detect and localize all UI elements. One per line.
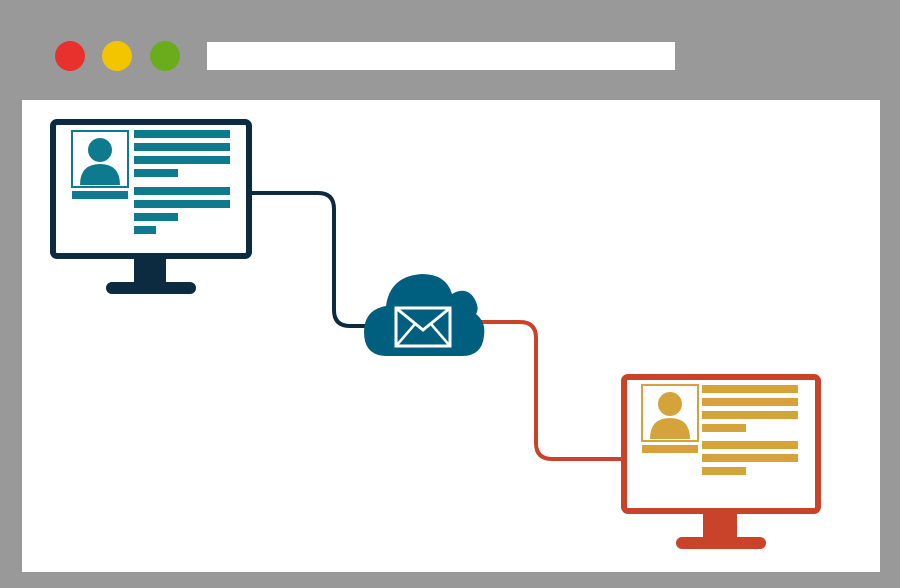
receiver-avatar-body <box>650 418 690 439</box>
sender-avatar-body <box>80 164 120 185</box>
sender-text-line <box>134 200 230 208</box>
sender-connection-line <box>252 191 372 328</box>
receiver-text-line <box>702 411 798 419</box>
address-bar[interactable] <box>207 42 675 70</box>
maximize-button[interactable] <box>150 41 180 71</box>
receiver-monitor-neck <box>703 511 737 537</box>
receiver-text-line <box>702 467 746 475</box>
sender-monitor-neck <box>134 256 166 282</box>
receiver-text-line <box>702 424 746 432</box>
sender-avatar-head <box>88 138 112 162</box>
cloud-icon <box>364 274 485 356</box>
sender-text-line <box>134 130 230 138</box>
receiver-name-bar <box>642 445 698 453</box>
close-button[interactable] <box>55 41 85 71</box>
receiver-connection-line <box>478 320 624 461</box>
sender-monitor <box>50 119 252 294</box>
sender-monitor-base <box>106 282 196 294</box>
sender-profile-card <box>71 130 230 234</box>
sender-text-line <box>134 156 230 164</box>
email-cloud <box>364 274 485 356</box>
receiver-profile-card <box>641 384 798 475</box>
receiver-text-line <box>702 385 798 393</box>
minimize-button[interactable] <box>102 41 132 71</box>
sender-text-line <box>134 143 230 151</box>
envelope-icon <box>394 306 452 348</box>
sender-text-line <box>134 213 178 221</box>
sender-text-line <box>134 169 178 177</box>
sender-text-line <box>134 187 230 195</box>
receiver-text-line <box>702 454 798 462</box>
receiver-monitor <box>621 374 821 549</box>
sender-text-line <box>134 226 156 234</box>
sender-name-bar <box>72 191 128 199</box>
receiver-text-line <box>702 441 798 449</box>
receiver-text-line <box>702 398 798 406</box>
receiver-monitor-base <box>676 537 766 549</box>
receiver-avatar-head <box>658 392 682 416</box>
